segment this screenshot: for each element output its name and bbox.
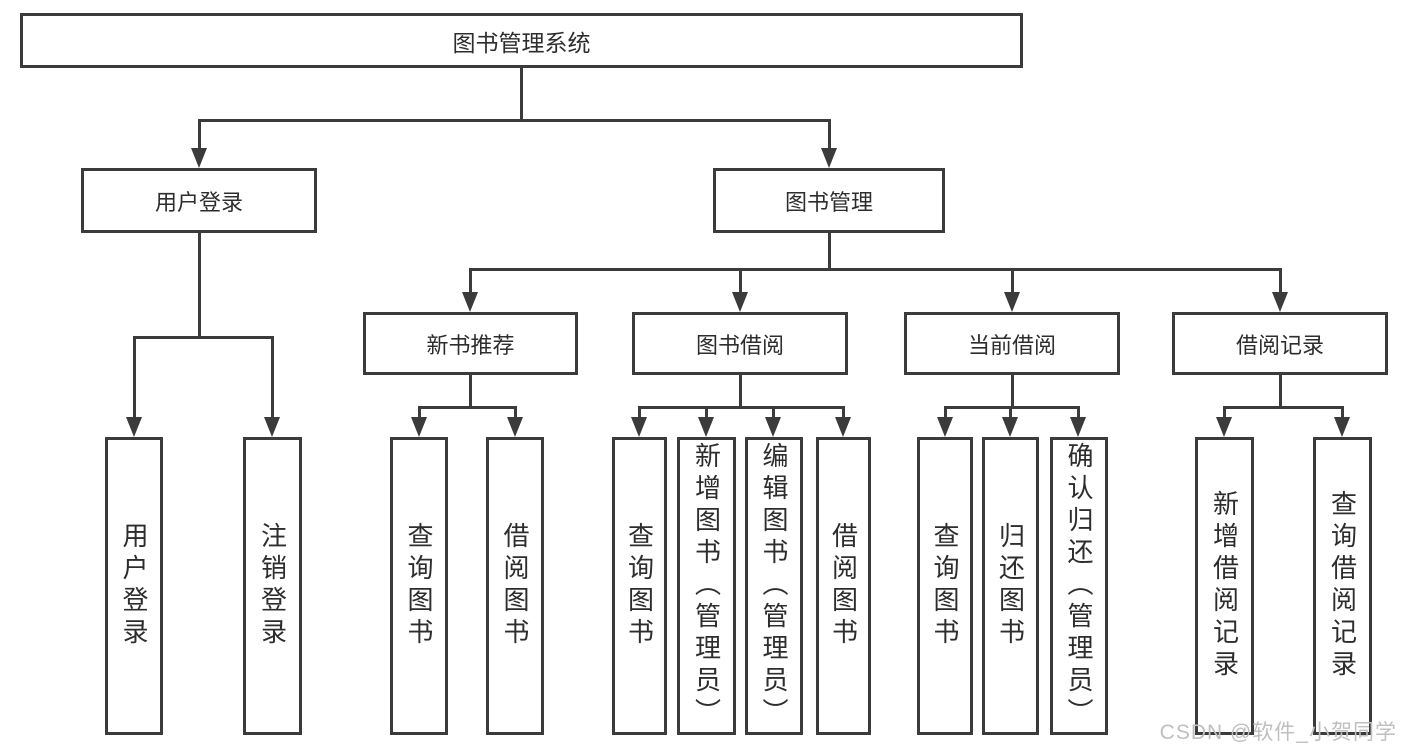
- connector: [1223, 406, 1343, 409]
- arrowhead-down-icon: [698, 417, 714, 437]
- leaf-user-login: 用户登录: [105, 437, 163, 735]
- connector: [198, 233, 201, 338]
- connector: [133, 336, 273, 339]
- leaf-rec-query-book: 查询图书: [390, 437, 448, 735]
- leaf-return-book: 归还图书: [982, 437, 1039, 735]
- watermark: CSDN @软件_小贺同学: [1159, 721, 1397, 744]
- arrowhead-down-icon: [1272, 292, 1288, 312]
- leaf-borrow-query-book-label: 查询图书: [624, 522, 655, 650]
- leaf-confirm-return-admin-label: 确认归还（管理员）: [1064, 442, 1094, 730]
- connector: [1279, 375, 1282, 408]
- connector: [1223, 406, 1226, 420]
- connector: [842, 406, 845, 420]
- connector: [944, 406, 947, 420]
- connector: [1009, 406, 1012, 420]
- arrowhead-down-icon: [1216, 417, 1232, 437]
- arrowhead-down-icon: [1004, 292, 1020, 312]
- connector: [772, 406, 775, 420]
- arrowhead-down-icon: [1334, 417, 1350, 437]
- arrowhead-down-icon: [411, 417, 427, 437]
- arrowhead-down-icon: [126, 417, 142, 437]
- arrowhead-down-icon: [765, 417, 781, 437]
- leaf-borrow-query-book: 查询图书: [612, 437, 667, 735]
- leaf-rec-borrow-book: 借阅图书: [486, 437, 544, 735]
- arrowhead-down-icon: [191, 148, 207, 168]
- leaf-logout: 注销登录: [243, 437, 302, 735]
- arrowhead-down-icon: [835, 417, 851, 437]
- leaf-edit-book-admin: 编辑图书（管理员）: [745, 437, 803, 735]
- leaf-add-book-admin-label: 新增图书（管理员）: [691, 442, 722, 730]
- connector: [1341, 406, 1344, 420]
- arrowhead-down-icon: [732, 292, 748, 312]
- connector: [1011, 268, 1014, 295]
- arrowhead-down-icon: [937, 417, 953, 437]
- connector: [133, 336, 136, 420]
- connector: [638, 406, 641, 420]
- arrowhead-down-icon: [631, 417, 647, 437]
- connector: [1077, 406, 1080, 420]
- node-new-book-recommend: 新书推荐: [363, 312, 578, 375]
- leaf-edit-book-admin-label: 编辑图书（管理员）: [759, 442, 789, 730]
- arrowhead-down-icon: [462, 292, 478, 312]
- node-book-borrow: 图书借阅: [632, 312, 848, 375]
- leaf-query-borrow-record-label: 查询借阅记录: [1327, 490, 1358, 682]
- arrowhead-down-icon: [507, 417, 523, 437]
- node-borrow-records: 借阅记录: [1172, 312, 1388, 375]
- connector: [198, 119, 201, 151]
- leaf-add-book-admin: 新增图书（管理员）: [677, 437, 736, 735]
- leaf-user-login-label: 用户登录: [119, 522, 149, 650]
- leaf-add-borrow-record-label: 新增借阅记录: [1209, 490, 1240, 682]
- leaf-rec-query-book-label: 查询图书: [404, 522, 434, 650]
- leaf-borrow-book: 借阅图书: [816, 437, 871, 735]
- connector: [469, 268, 472, 295]
- connector: [1279, 268, 1282, 295]
- connector: [1011, 375, 1014, 408]
- leaf-logout-label: 注销登录: [257, 522, 288, 650]
- connector: [418, 406, 421, 420]
- connector: [271, 336, 274, 420]
- leaf-borrow-book-label: 借阅图书: [828, 522, 859, 650]
- arrowhead-down-icon: [1002, 417, 1018, 437]
- connector: [705, 406, 708, 420]
- leaf-return-book-label: 归还图书: [995, 522, 1026, 650]
- connector: [944, 406, 1079, 409]
- connector: [638, 406, 845, 409]
- connector: [198, 119, 830, 122]
- connector: [828, 233, 831, 270]
- leaf-rec-borrow-book-label: 借阅图书: [500, 522, 530, 650]
- connector: [828, 119, 831, 151]
- arrowhead-down-icon: [821, 148, 837, 168]
- node-user-login: 用户登录: [81, 168, 317, 233]
- node-current-borrow: 当前借阅: [904, 312, 1120, 375]
- connector: [739, 268, 742, 295]
- connector: [514, 406, 517, 420]
- connector: [469, 268, 1281, 271]
- leaf-query-borrow-record: 查询借阅记录: [1313, 437, 1372, 735]
- node-book-management: 图书管理: [713, 168, 945, 233]
- connector: [418, 406, 517, 409]
- arrowhead-down-icon: [1070, 417, 1086, 437]
- connector: [739, 375, 742, 408]
- leaf-add-borrow-record: 新增借阅记录: [1195, 437, 1254, 735]
- leaf-confirm-return-admin: 确认归还（管理员）: [1050, 437, 1108, 735]
- node-root: 图书管理系统: [20, 13, 1023, 68]
- connector: [469, 375, 472, 408]
- leaf-current-query-book-label: 查询图书: [930, 522, 960, 650]
- connector: [520, 68, 523, 120]
- leaf-current-query-book: 查询图书: [917, 437, 973, 735]
- arrowhead-down-icon: [264, 417, 280, 437]
